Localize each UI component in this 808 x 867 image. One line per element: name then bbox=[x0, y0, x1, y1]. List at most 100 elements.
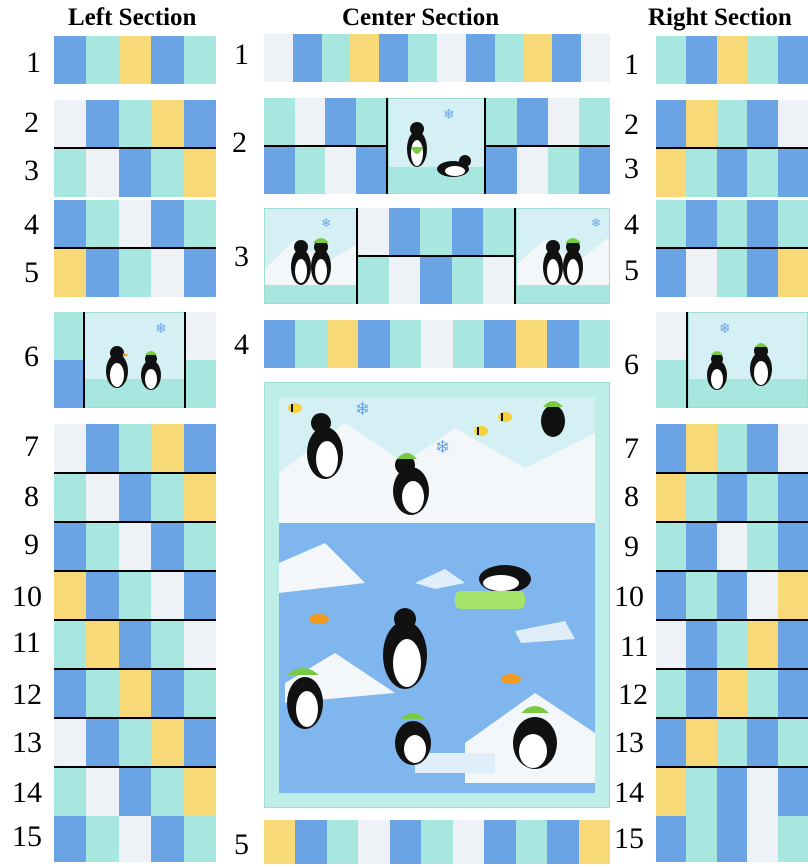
fabric-square bbox=[579, 820, 610, 864]
fabric-square bbox=[356, 146, 387, 194]
fabric-square bbox=[686, 719, 716, 767]
right-row-number: 15 bbox=[614, 824, 644, 854]
fabric-square bbox=[264, 98, 295, 146]
center-row-number: 1 bbox=[234, 40, 249, 70]
left-strip-4 bbox=[54, 200, 216, 248]
right-strip-7 bbox=[656, 424, 808, 472]
fabric-square bbox=[322, 34, 351, 82]
fabric-square bbox=[119, 816, 151, 862]
penguin-panel-block: ❄ bbox=[516, 208, 610, 304]
left-row-number: 13 bbox=[12, 728, 42, 758]
left-row-number: 12 bbox=[12, 680, 42, 710]
fabric-square bbox=[184, 200, 216, 248]
fabric-square bbox=[778, 523, 808, 571]
fabric-square bbox=[119, 424, 151, 472]
fish-icon bbox=[309, 614, 329, 624]
seam-line bbox=[184, 312, 186, 408]
fabric-square bbox=[484, 320, 515, 368]
fabric-square bbox=[54, 768, 86, 816]
fabric-square bbox=[517, 146, 548, 194]
fabric-square bbox=[686, 816, 716, 862]
fabric-square bbox=[483, 208, 514, 256]
fabric-square bbox=[295, 820, 326, 864]
fabric-square bbox=[686, 200, 716, 248]
left-row-number: 11 bbox=[12, 628, 41, 658]
center-row-number: 4 bbox=[234, 330, 249, 360]
snowflake-icon: ❄ bbox=[719, 322, 731, 337]
fabric-square bbox=[54, 249, 86, 297]
fabric-square bbox=[486, 146, 517, 194]
left-strip-13 bbox=[54, 719, 216, 767]
right-strip-14 bbox=[656, 768, 808, 816]
fabric-square bbox=[747, 100, 777, 148]
right-row-number: 9 bbox=[624, 532, 639, 562]
fabric-square bbox=[747, 149, 777, 197]
fabric-square bbox=[151, 621, 183, 669]
fabric-square bbox=[151, 670, 183, 718]
left-row-number: 3 bbox=[24, 156, 39, 186]
fabric-square bbox=[358, 256, 389, 304]
fabric-square bbox=[747, 474, 777, 522]
fabric-square bbox=[516, 820, 547, 864]
fabric-square bbox=[656, 768, 686, 816]
fabric-square bbox=[656, 424, 686, 472]
fabric-square bbox=[358, 820, 389, 864]
seam-line bbox=[264, 145, 386, 147]
bee-icon bbox=[288, 403, 302, 413]
fabric-square bbox=[778, 424, 808, 472]
fabric-square bbox=[686, 424, 716, 472]
fabric-square bbox=[86, 36, 118, 84]
fabric-square bbox=[151, 100, 183, 148]
right-row-number: 8 bbox=[624, 482, 639, 512]
fabric-square bbox=[495, 34, 524, 82]
fabric-square bbox=[151, 572, 183, 620]
fabric-square bbox=[656, 572, 686, 620]
snowflake-icon: ❄ bbox=[355, 399, 370, 419]
fabric-square bbox=[656, 523, 686, 571]
snowflake-icon: ❄ bbox=[321, 216, 331, 230]
fabric-square bbox=[86, 572, 118, 620]
right-row-number: 1 bbox=[624, 50, 639, 80]
fabric-square bbox=[717, 621, 747, 669]
left-strip-14 bbox=[54, 768, 216, 816]
fabric-square bbox=[54, 816, 86, 862]
fabric-square bbox=[408, 34, 437, 82]
fabric-square bbox=[747, 424, 777, 472]
center-strip-5 bbox=[264, 820, 610, 864]
fabric-square bbox=[421, 320, 452, 368]
left-strip-8 bbox=[54, 474, 216, 522]
fabric-square bbox=[151, 424, 183, 472]
fabric-square bbox=[547, 820, 578, 864]
fabric-square bbox=[778, 200, 808, 248]
left-row-number: 15 bbox=[12, 822, 42, 852]
fabric-square bbox=[86, 200, 118, 248]
right-row-number: 4 bbox=[624, 210, 639, 240]
fabric-square bbox=[151, 474, 183, 522]
right-row-number: 3 bbox=[624, 154, 639, 184]
seam-line bbox=[514, 208, 516, 304]
fabric-square bbox=[717, 768, 747, 816]
fabric-square bbox=[86, 149, 118, 197]
right-strip-9 bbox=[656, 523, 808, 571]
fabric-square bbox=[452, 256, 483, 304]
left-strip-1 bbox=[54, 36, 216, 84]
fabric-square bbox=[516, 320, 547, 368]
fabric-square bbox=[54, 523, 86, 571]
left-row-number: 9 bbox=[24, 530, 39, 560]
fabric-square bbox=[86, 424, 118, 472]
center-strip-3: ❄ ❄ bbox=[264, 208, 610, 304]
fabric-square bbox=[778, 670, 808, 718]
seam-line bbox=[83, 312, 85, 408]
penguin-panel-block: ❄ bbox=[688, 312, 808, 408]
fabric-square bbox=[86, 670, 118, 718]
right-strip-12 bbox=[656, 670, 808, 718]
fabric-square bbox=[264, 320, 295, 368]
fabric-square bbox=[295, 98, 326, 146]
right-strip-6: ❄ bbox=[656, 312, 808, 408]
seam-line bbox=[356, 208, 358, 304]
left-row-number: 4 bbox=[24, 210, 39, 240]
fabric-square bbox=[717, 474, 747, 522]
right-row-number: 7 bbox=[624, 434, 639, 464]
center-row-number: 3 bbox=[234, 242, 249, 272]
fabric-square bbox=[484, 820, 515, 864]
